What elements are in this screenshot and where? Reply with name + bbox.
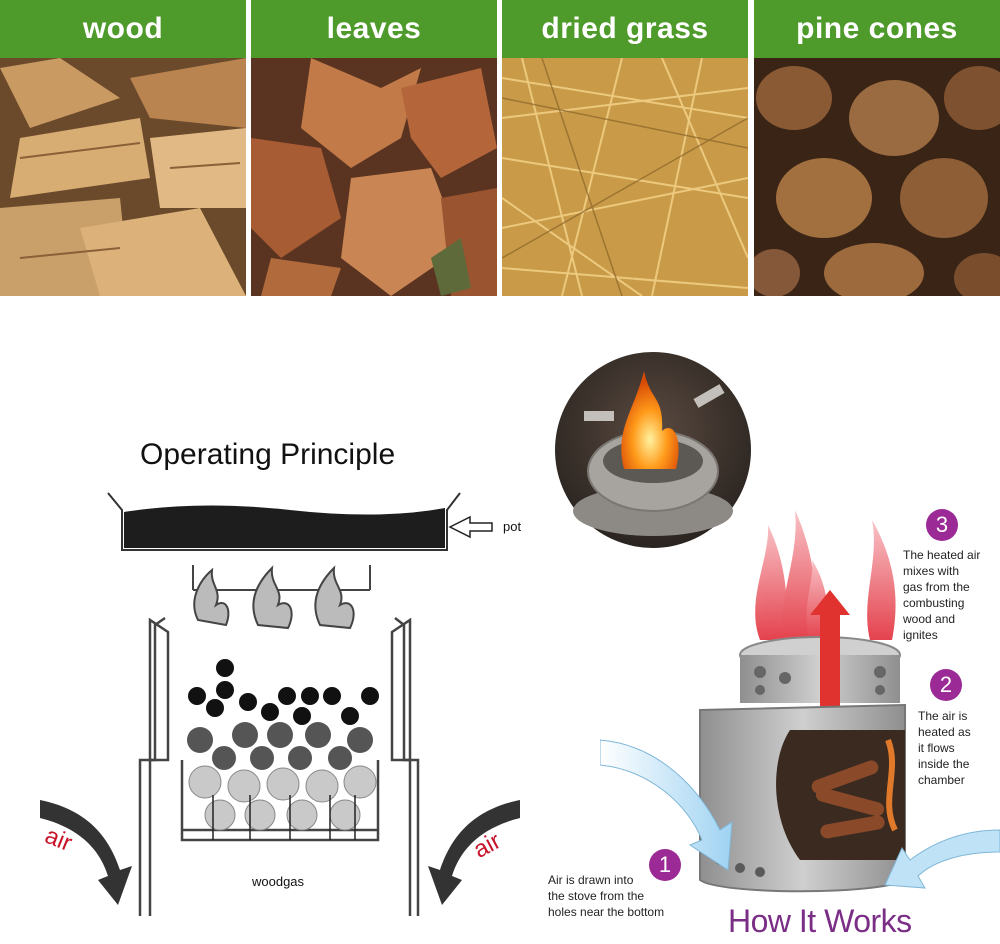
step-2-badge: 2 <box>930 669 962 701</box>
fuel-leaves: leaves <box>251 0 497 296</box>
step-1-badge: 1 <box>649 849 681 881</box>
leaves-photo <box>251 58 497 296</box>
operating-principle-diagram <box>40 492 520 916</box>
wood-photo <box>0 58 246 296</box>
fuel-pine-cones: pine cones <box>754 0 1000 296</box>
stove-photo <box>555 352 751 548</box>
fuel-wood: wood <box>0 0 246 296</box>
flames-graphic <box>192 565 371 630</box>
stove-body-graphic <box>138 616 420 916</box>
fuel-dried-grass: dried grass <box>502 0 748 296</box>
fuel-label-wood: wood <box>0 0 246 58</box>
how-it-works-title: How It Works <box>728 903 912 939</box>
fuel-label-leaves: leaves <box>251 0 497 58</box>
woodgas-label: woodgas <box>252 874 305 889</box>
air-arrows-graphic <box>40 800 520 905</box>
fuel-label-pine-cones: pine cones <box>754 0 1000 58</box>
how-it-works-graphic <box>600 510 1000 893</box>
pot-label: pot <box>503 519 522 534</box>
operating-principle-title: Operating Principle <box>140 438 396 471</box>
step-3-badge: 3 <box>926 509 958 541</box>
fuel-types-grid: wood leaves <box>0 0 1000 296</box>
fuel-label-dried-grass: dried grass <box>502 0 748 58</box>
pot-graphic <box>107 492 493 551</box>
fuel-pellets-graphic <box>187 659 379 840</box>
dried-grass-photo <box>502 58 748 296</box>
pine-cones-photo <box>754 58 1000 296</box>
